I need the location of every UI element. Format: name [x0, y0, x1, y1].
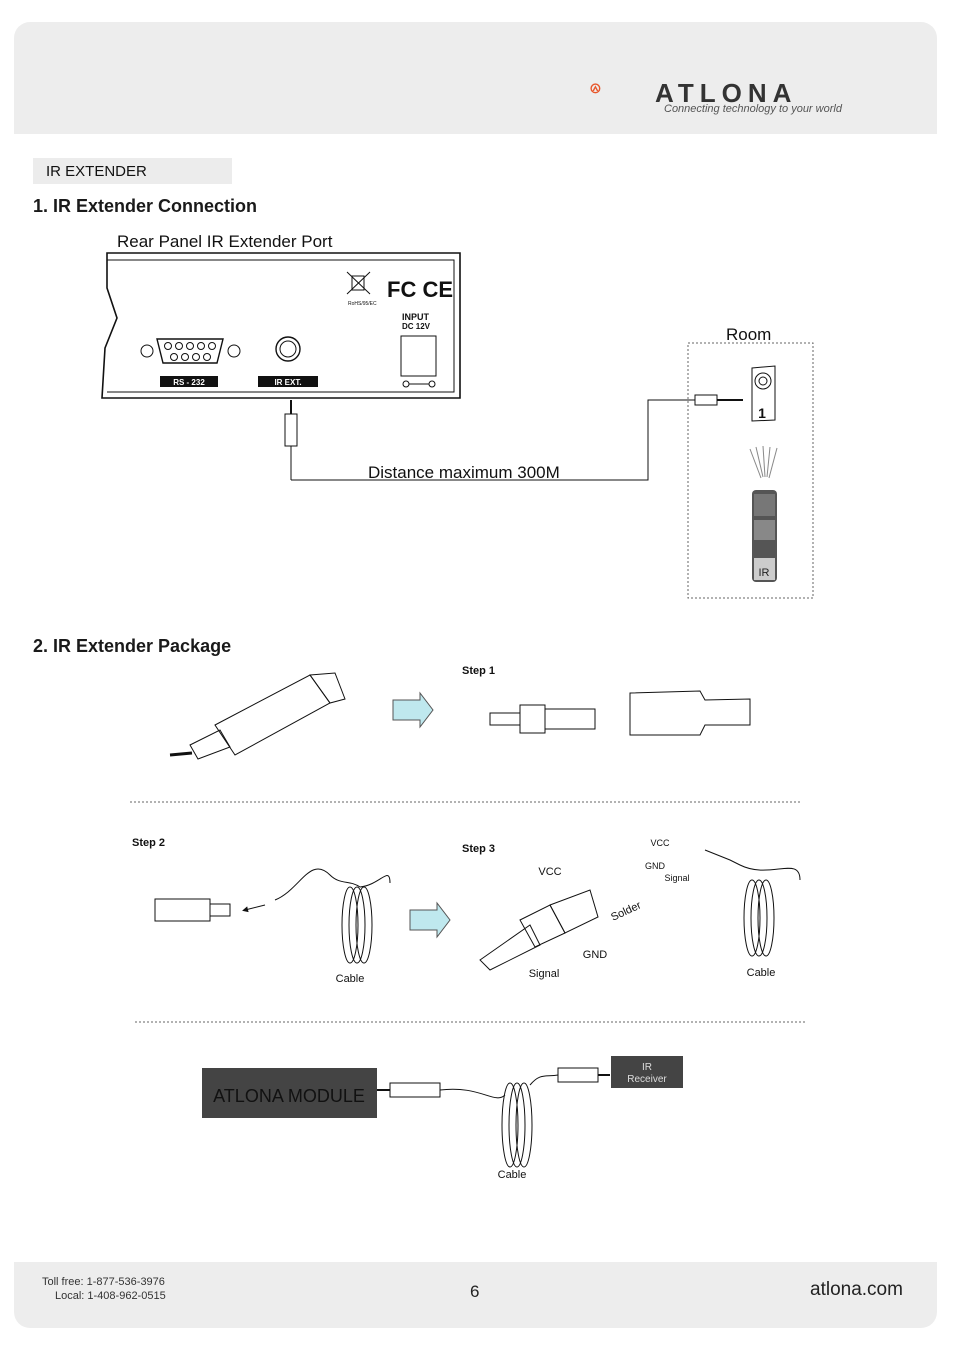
- gnd-label: GND: [583, 949, 608, 961]
- input-voltage: DC 12V: [402, 322, 431, 331]
- local-phone: Local: 1-408-962-0515: [55, 1290, 166, 1302]
- sleeve-icon: [154, 898, 231, 922]
- ir-package-diagram: Step 1 Step 2 Cable Step 3 VCC GND Signa…: [130, 665, 805, 1181]
- cable-coil-icon-2: [704, 849, 801, 957]
- receiver-number: 1: [758, 405, 766, 421]
- atlona-module-box: [202, 1068, 377, 1118]
- ir-receiver-icon: [694, 365, 776, 422]
- brand-name: ATLONA: [655, 78, 798, 108]
- module-label: ATLONA MODULE: [213, 1086, 365, 1106]
- brand-tagline: Connecting technology to your world: [664, 103, 842, 115]
- solder-plug-icon: [479, 889, 599, 971]
- website-link[interactable]: atlona.com: [810, 1279, 903, 1300]
- step1-label: Step 1: [462, 665, 495, 677]
- signal-label: Signal: [529, 968, 560, 980]
- cable-label-step2: Cable: [336, 973, 365, 985]
- rs232-label: RS - 232: [173, 378, 205, 387]
- room-label: Room: [726, 325, 771, 344]
- fc-ce-mark-icon: FC CE: [387, 277, 453, 302]
- input-label: INPUT: [402, 312, 430, 322]
- ir-ext-port-icon: [275, 336, 301, 362]
- rohs-label: RoHS/95/EC: [348, 301, 377, 307]
- rs232-port-icon: [140, 338, 241, 364]
- remote-label: IR: [759, 567, 770, 579]
- step3-label: Step 3: [462, 843, 495, 855]
- arrow-right-icon: [392, 691, 434, 729]
- connection-heading: 1. IR Extender Connection: [33, 196, 258, 216]
- plug-disassembled-icon: [489, 690, 751, 736]
- ir-receiver-line1: IR: [642, 1062, 652, 1073]
- ir-plug-icon: [284, 400, 298, 480]
- ir-receiver-box: [611, 1056, 683, 1088]
- vcc-label-2: VCC: [650, 838, 670, 848]
- toll-free: Toll free: 1-877-536-3976: [42, 1276, 165, 1288]
- cable-assembly-icon: [377, 1067, 610, 1168]
- signal-label-2: Signal: [664, 873, 689, 883]
- ir-connection-diagram: Rear Panel IR Extender Port RoHS/95/EC F…: [101, 232, 814, 599]
- step2-label: Step 2: [132, 837, 165, 849]
- ir-signal-rays-icon: [749, 445, 778, 479]
- cable-label-step3: Cable: [747, 967, 776, 979]
- remote-control-icon: [752, 490, 777, 582]
- distance-label: Distance maximum 300M: [368, 463, 560, 482]
- page-number: 6: [470, 1282, 480, 1301]
- gnd-label-2: GND: [645, 861, 666, 871]
- cable-coil-icon: [274, 868, 391, 964]
- page-footer: [14, 1262, 937, 1328]
- ir-receiver-line2: Receiver: [627, 1074, 667, 1085]
- section-tab: IR EXTENDER: [33, 158, 232, 184]
- irext-label: IR EXT.: [274, 378, 301, 387]
- cable-label-final: Cable: [498, 1169, 527, 1181]
- section-tab-label: IR EXTENDER: [46, 163, 147, 180]
- package-heading: 2. IR Extender Package: [33, 636, 232, 656]
- page-header: [14, 22, 937, 134]
- solder-label: Solder: [609, 899, 643, 923]
- vcc-label: VCC: [538, 866, 561, 878]
- rear-panel-title: Rear Panel IR Extender Port: [117, 232, 333, 251]
- atlona-logo-icon: [590, 83, 601, 94]
- weee-bin-icon: [346, 271, 371, 295]
- arrow-right-icon-2: [409, 901, 451, 939]
- plug-assembled-icon: [169, 672, 346, 760]
